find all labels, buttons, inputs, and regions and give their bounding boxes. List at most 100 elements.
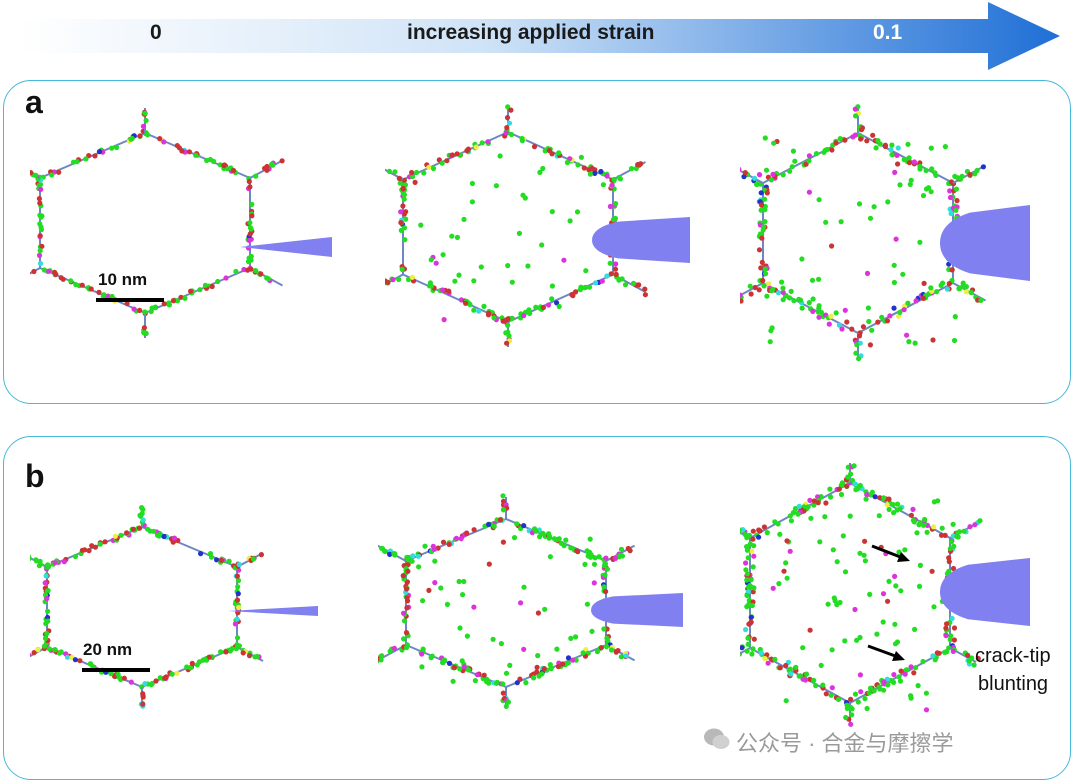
atom	[744, 592, 750, 599]
atom	[947, 546, 953, 552]
atom	[258, 271, 264, 277]
dislocation-atom	[799, 256, 805, 262]
panel-b-frame-1	[30, 505, 318, 709]
atom	[849, 712, 855, 718]
atom	[920, 295, 926, 301]
strain-start-label: 0	[150, 21, 162, 44]
atom	[920, 658, 926, 665]
atom	[818, 309, 824, 315]
atom	[849, 326, 855, 332]
dislocation-atom	[554, 646, 560, 652]
atom	[491, 315, 497, 321]
atom	[554, 300, 560, 306]
atom	[234, 573, 240, 579]
atom	[249, 213, 255, 219]
atom	[476, 308, 482, 314]
atom	[178, 294, 184, 300]
dislocation-atom	[923, 186, 930, 192]
atom	[83, 156, 89, 162]
dislocation-atom	[867, 342, 873, 348]
atom	[115, 671, 121, 677]
atom	[854, 342, 860, 348]
dislocation-atom	[834, 602, 840, 608]
atom	[140, 701, 146, 707]
atom	[401, 192, 407, 198]
dislocation-atom	[916, 583, 923, 589]
atom	[740, 527, 742, 533]
atom	[759, 235, 765, 241]
atom	[142, 681, 148, 687]
dislocation-atom	[446, 288, 452, 294]
atom	[762, 207, 768, 213]
atom	[188, 288, 194, 294]
atom	[454, 151, 460, 157]
atom	[750, 528, 756, 534]
atom	[760, 227, 766, 233]
atom	[761, 524, 767, 530]
dislocation-atom	[509, 279, 515, 285]
atom	[607, 260, 613, 266]
dislocation-atom	[896, 549, 902, 555]
atom	[415, 553, 422, 559]
atom	[567, 156, 573, 162]
atom	[750, 589, 756, 595]
atom	[236, 604, 242, 611]
dislocation-atom	[950, 521, 956, 527]
atom	[951, 625, 958, 631]
atom	[247, 184, 253, 190]
atom	[400, 203, 406, 209]
atom	[797, 297, 804, 303]
atom	[540, 304, 546, 311]
atom	[575, 162, 581, 168]
atom	[758, 190, 764, 196]
atom	[963, 284, 969, 290]
dislocation-atom	[461, 578, 467, 585]
dislocation-atom	[587, 536, 593, 542]
atom	[189, 660, 195, 666]
atom	[458, 536, 464, 542]
atom	[896, 674, 902, 680]
dislocation-atom	[818, 662, 824, 668]
atom	[517, 676, 523, 682]
dislocation-atom	[905, 141, 911, 147]
atom	[72, 553, 79, 560]
atom	[857, 482, 863, 489]
dislocation-atom	[432, 558, 438, 564]
dislocation-atom	[452, 278, 458, 284]
atom	[479, 140, 485, 146]
atom	[504, 125, 510, 131]
atom	[757, 528, 763, 534]
atom	[745, 641, 751, 647]
atom	[740, 292, 743, 298]
atom	[974, 167, 980, 174]
atom	[580, 650, 586, 656]
atom	[796, 673, 802, 679]
atom	[35, 647, 41, 653]
panel-b-frame-2	[378, 493, 683, 709]
annotation-line-1: crack-tip	[975, 645, 1051, 667]
dislocation-atom	[428, 257, 434, 263]
atom	[545, 302, 552, 308]
dislocation-atom	[516, 230, 522, 236]
dislocation-atom	[783, 560, 789, 566]
atom	[42, 580, 48, 586]
atom	[618, 546, 625, 552]
atom	[503, 330, 509, 336]
crack	[240, 237, 332, 257]
atom	[856, 333, 863, 339]
atom	[740, 645, 745, 651]
atom	[401, 225, 408, 231]
atom	[742, 531, 748, 538]
atom	[862, 696, 868, 702]
atom	[764, 190, 770, 196]
dislocation-atom	[834, 559, 840, 565]
atom	[186, 149, 192, 155]
dislocation-atom	[521, 646, 527, 652]
atom	[750, 564, 756, 570]
atom	[446, 541, 452, 547]
dislocation-atom	[930, 337, 936, 343]
dislocation-atom	[931, 604, 937, 610]
atom	[756, 287, 762, 293]
atom	[453, 535, 460, 541]
atom	[143, 330, 149, 336]
